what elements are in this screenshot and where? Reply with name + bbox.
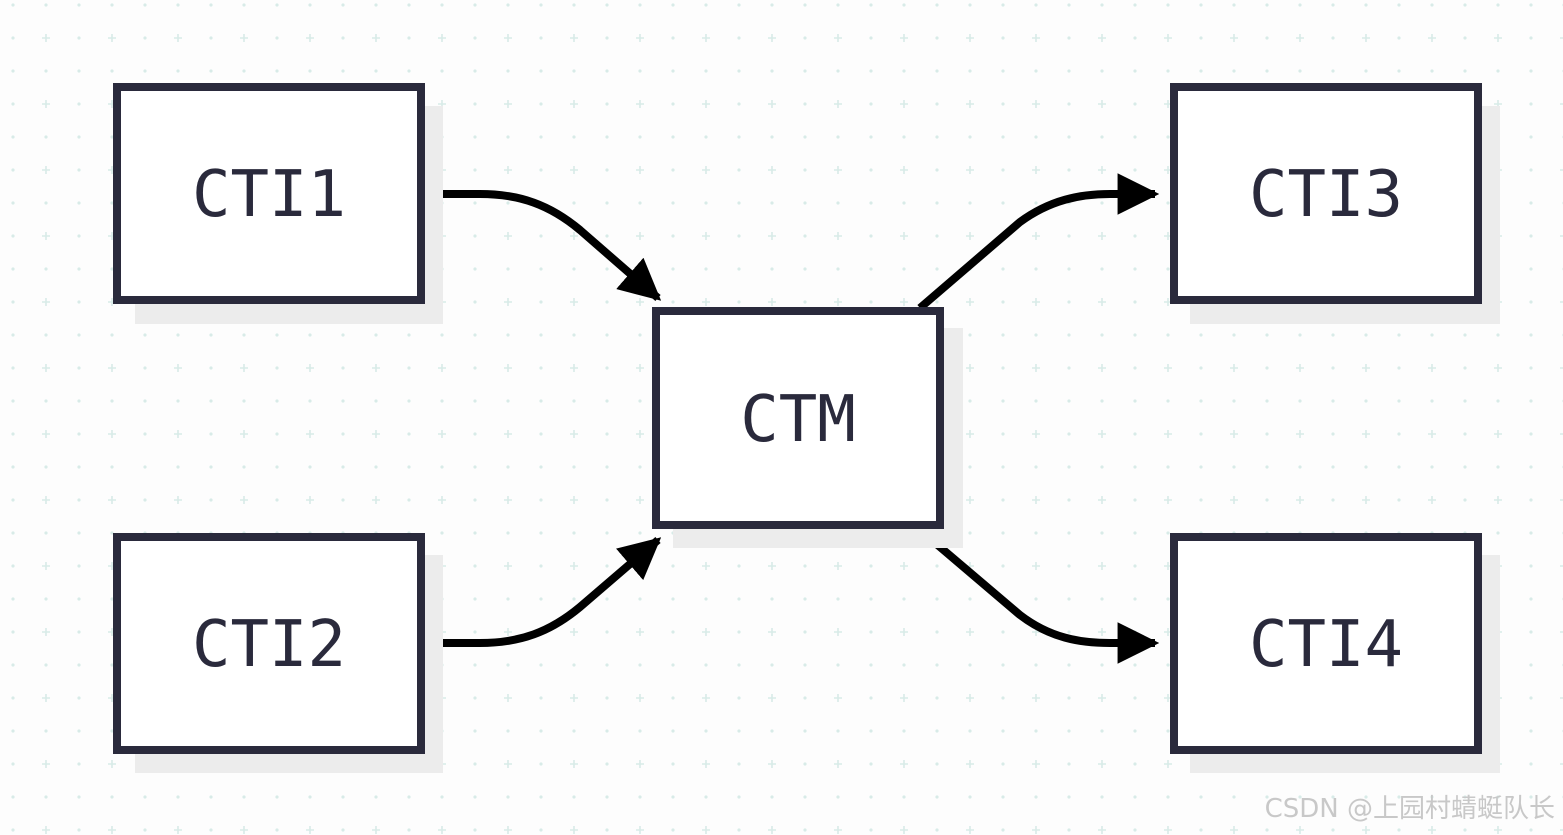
node-cti4-box [1170,533,1482,754]
node-cti3-label: CTI3 [1249,158,1403,232]
node-cti3-box [1170,83,1482,304]
edge-ctm-to-cti4 [917,526,1160,664]
edge-cti1-to-ctm [423,190,662,302]
node-ctm-label: CTM [740,383,856,457]
node-cti2-box [113,533,425,754]
edge-cti2-to-ctm [423,536,662,647]
node-cti1-label: CTI1 [192,158,346,232]
node-cti1-box [113,83,425,304]
node-cti4[interactable]: CTI4 [1170,533,1500,773]
node-cti4-label: CTI4 [1249,608,1403,682]
node-cti2[interactable]: CTI2 [113,533,443,773]
node-ctm[interactable]: CTM [652,307,963,548]
node-cti2-label: CTI2 [192,608,346,682]
node-ctm-box [652,307,944,529]
node-cti3[interactable]: CTI3 [1170,83,1500,324]
node-cti1[interactable]: CTI1 [113,83,443,324]
edge-ctm-to-cti3 [917,173,1160,312]
